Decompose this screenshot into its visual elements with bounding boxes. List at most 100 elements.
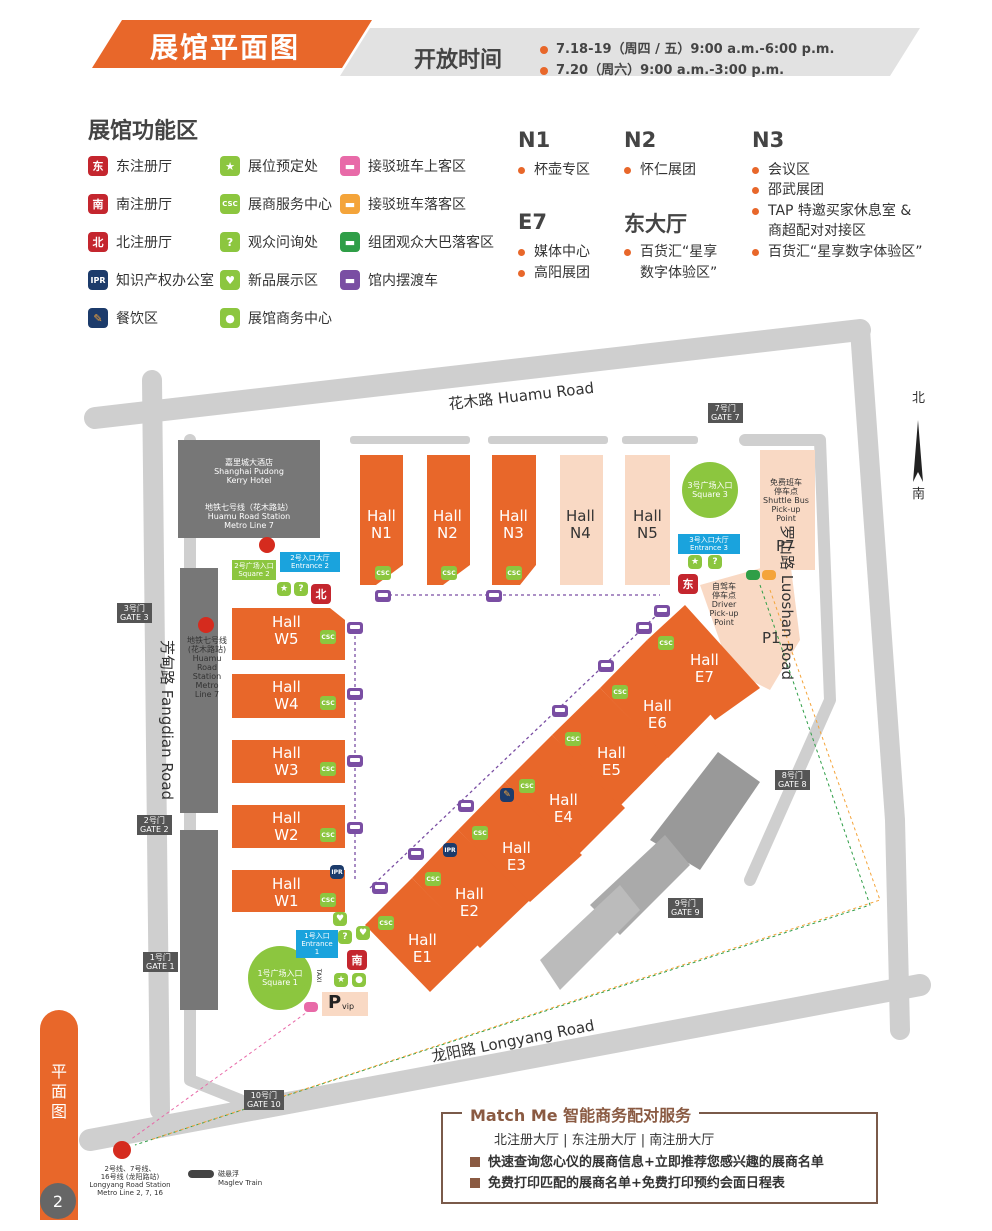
zone-n2-heading: N2 <box>624 128 657 152</box>
group-bus-icon[interactable] <box>746 570 760 580</box>
csc-marker[interactable]: CSC <box>320 696 336 710</box>
hall-shuttle-stop[interactable] <box>552 705 568 717</box>
ipr-office-icon[interactable]: IPR <box>443 843 457 857</box>
zone-item: 邵武展团 <box>752 179 824 199</box>
p1-label: P1 <box>762 629 781 647</box>
new-product-icon[interactable]: ♥ <box>356 926 370 940</box>
legend-shuttle-pickup: ▬接驳班车上客区 <box>340 156 466 176</box>
compass-north: 北 <box>912 391 926 406</box>
csc-marker[interactable]: CSC <box>320 762 336 776</box>
csc-marker[interactable]: CSC <box>375 566 391 580</box>
east-registration-marker[interactable]: 东 <box>678 574 698 594</box>
csc-marker[interactable]: CSC <box>425 872 441 886</box>
hall-shuttle-stop[interactable] <box>347 622 363 634</box>
fangdian-road <box>142 370 170 1120</box>
csc-marker[interactable]: CSC <box>519 779 535 793</box>
info-desk-icon: ? <box>220 232 240 252</box>
csc-marker[interactable]: CSC <box>378 916 394 930</box>
north-registration-marker[interactable]: 北 <box>311 584 331 604</box>
new-product-icon[interactable]: ♥ <box>333 912 347 926</box>
huamu-road <box>84 319 871 429</box>
hall-shuttle-stop[interactable] <box>486 590 502 602</box>
taxi-label: TAXI <box>315 968 323 983</box>
csc-marker[interactable]: CSC <box>472 826 488 840</box>
hall-shuttle-stop[interactable] <box>598 660 614 672</box>
shuttle-dropoff-icon[interactable] <box>762 570 776 580</box>
info-desk-icon[interactable]: ? <box>294 582 308 596</box>
page-number: 2 <box>40 1183 76 1219</box>
kerry-hotel-block <box>178 440 320 538</box>
matchme-subtitle: 北注册大厅 | 东注册大厅 | 南注册大厅 <box>494 1133 715 1148</box>
shuttle-pickup-icon[interactable] <box>304 1002 318 1012</box>
p1-area <box>700 560 800 690</box>
legend-group-bus: ▬组团观众大巴落客区 <box>340 232 494 252</box>
dining-icon[interactable]: ✎ <box>500 788 514 802</box>
csc-marker[interactable]: CSC <box>565 732 581 746</box>
hall-shuttle-stop[interactable] <box>347 688 363 700</box>
north-registration-icon: 北 <box>88 232 108 252</box>
matchme-item: 免费打印匹配的展商名单+免费打印预约会面日程表 <box>470 1172 785 1191</box>
csc-marker[interactable]: CSC <box>658 636 674 650</box>
hall-shuttle-stop[interactable] <box>636 622 652 634</box>
booth-booking-icon[interactable]: ★ <box>334 973 348 987</box>
zone-e7-heading: E7 <box>518 210 547 234</box>
hall-shuttle-stop[interactable] <box>458 800 474 812</box>
south-registration-icon: 南 <box>88 194 108 214</box>
csc-marker[interactable]: CSC <box>320 893 336 907</box>
luoshan-road <box>850 320 910 1040</box>
business-center-icon[interactable]: ● <box>352 973 366 987</box>
hall-shuttle-stop[interactable] <box>347 822 363 834</box>
info-desk-icon[interactable]: ? <box>338 930 352 944</box>
hall-shuttle-stop[interactable] <box>347 755 363 767</box>
hall-shuttle-stop[interactable] <box>408 848 424 860</box>
p7-area <box>760 450 815 570</box>
south-registration-marker[interactable]: 南 <box>347 950 367 970</box>
booth-booking-icon[interactable]: ★ <box>277 582 291 596</box>
csc-marker[interactable]: CSC <box>320 828 336 842</box>
new-product-icon: ♥ <box>220 270 240 290</box>
info-desk-icon[interactable]: ? <box>708 555 722 569</box>
hall-shuttle-stop[interactable] <box>372 882 388 894</box>
group-bus-icon: ▬ <box>340 232 360 252</box>
legend-east-registration: 东东注册厅 <box>88 156 172 176</box>
zone-item: 数字体验区” <box>640 265 718 281</box>
booth-booking-icon[interactable]: ★ <box>688 555 702 569</box>
ipr-office-icon: IPR <box>88 270 108 290</box>
csc-marker[interactable]: CSC <box>320 630 336 644</box>
csc-marker[interactable]: CSC <box>612 685 628 699</box>
matchme-item: 快速查询您心仪的展商信息+立即推荐您感兴趣的展商名单 <box>470 1151 824 1170</box>
hall-shuttle-stop[interactable] <box>375 590 391 602</box>
legend-hall-shuttle: ▬馆内摆渡车 <box>340 270 438 290</box>
west-halls <box>232 608 345 912</box>
legend-business-center: ●展馆商务中心 <box>220 308 332 328</box>
csc-marker[interactable]: CSC <box>506 566 522 580</box>
hall-shuttle-stop[interactable] <box>654 605 670 617</box>
ipr-office-icon[interactable]: IPR <box>330 865 344 879</box>
fangdian-road-label: 芳甸路 Fangdian Road <box>158 640 176 801</box>
csc-marker[interactable]: CSC <box>441 566 457 580</box>
